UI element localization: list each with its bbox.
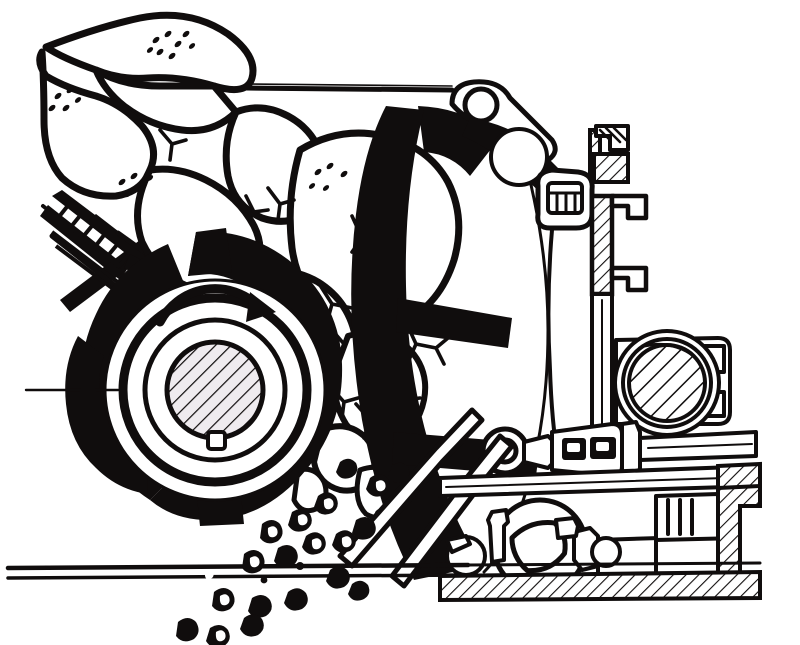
lower-mechanism: [445, 492, 742, 595]
pivot-boss: [489, 127, 549, 187]
jaw-cross-brace-upper: [396, 298, 512, 348]
rotation-arrow: [155, 284, 276, 327]
column-lug-upper: [609, 193, 649, 221]
frame-top-flange: [716, 461, 762, 491]
column-shaft-hatched: [589, 193, 615, 297]
base-frame: [438, 461, 762, 603]
hatched-column: [588, 124, 649, 460]
bolt-eye-hole: [462, 86, 500, 124]
frame-base-slab: [438, 569, 762, 603]
flywheel-hub-hatched: [164, 339, 266, 441]
top-rail: [243, 83, 455, 93]
keyway: [206, 430, 227, 451]
flywheel: [24, 278, 327, 502]
ground-rails: [5, 561, 762, 580]
crushed-fragment-highlights: [204, 480, 386, 642]
column-lug-lower: [609, 265, 649, 293]
bearing-pulley: [613, 329, 732, 437]
plunger: [486, 508, 510, 564]
crushed-fragments: [176, 458, 410, 645]
